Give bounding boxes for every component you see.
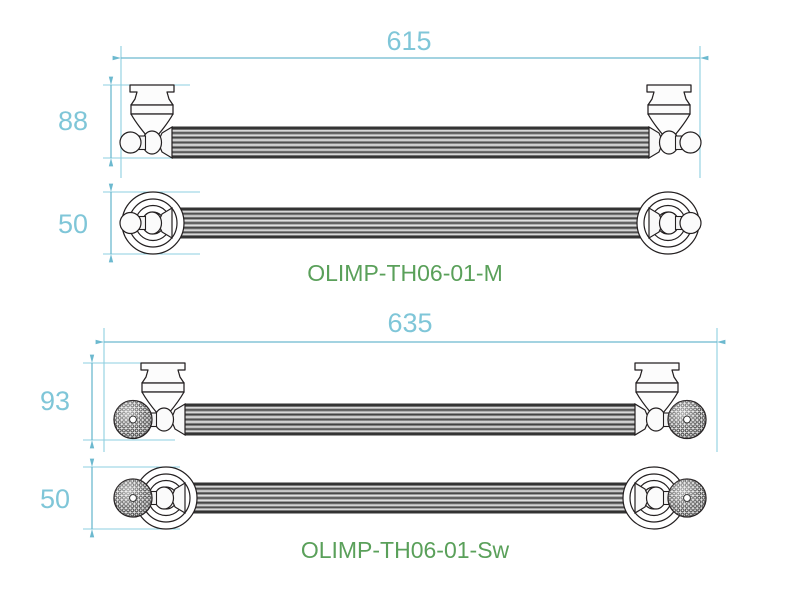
joint-right-plan-sw [634,478,707,518]
dimension-front-height-88: 88 [58,76,190,167]
fluted-bar-sw [185,404,635,435]
plain-ball-knob-right-plan [679,211,702,235]
view-olimp-th06-01-m: 615 88 [58,26,709,286]
plan-view-m [119,191,702,255]
plain-ball-knob-left [119,131,142,154]
joint-right-plan [648,206,702,240]
plain-ball-knob-left-plan [119,211,142,235]
view-olimp-th06-01-sw: 635 93 [40,308,726,563]
joint-left-plan-sw [113,478,186,518]
dimension-front-height-93: 93 [40,354,175,449]
joint-left-plan [119,206,173,240]
joint-left [119,125,173,160]
dimension-value-88: 88 [58,106,88,136]
crystal-ball-knob-right [667,399,707,440]
crystal-ball-knob-right-plan [667,478,707,518]
joint-left-sw [113,399,186,440]
dimension-value-635: 635 [387,308,432,338]
fluted-bar-plan-sw [185,483,635,513]
fluted-bar [172,127,649,158]
part-label-sw: OLIMP-TH06-01-Sw [301,537,510,563]
plain-ball-knob-right [679,131,702,154]
dimension-plan-depth-50-top: 50 [58,183,200,263]
front-elevation-sw [113,362,707,440]
dimension-value-50-bottom: 50 [40,484,70,514]
crystal-ball-knob-left [113,399,153,440]
dimension-overall-width-615: 615 [112,26,709,178]
joint-right [648,125,702,160]
joint-right-sw [634,399,707,440]
dimension-overall-width-635: 635 [95,308,726,452]
front-elevation-m [119,84,702,160]
part-label-m: OLIMP-TH06-01-M [307,260,503,286]
fluted-bar-plan [172,208,649,238]
dimension-value-93: 93 [40,386,70,416]
crystal-ball-knob-left-plan [113,478,153,518]
dimension-value-50-top: 50 [58,209,88,239]
plan-view-sw [113,466,707,530]
dimension-value-615: 615 [386,26,431,56]
